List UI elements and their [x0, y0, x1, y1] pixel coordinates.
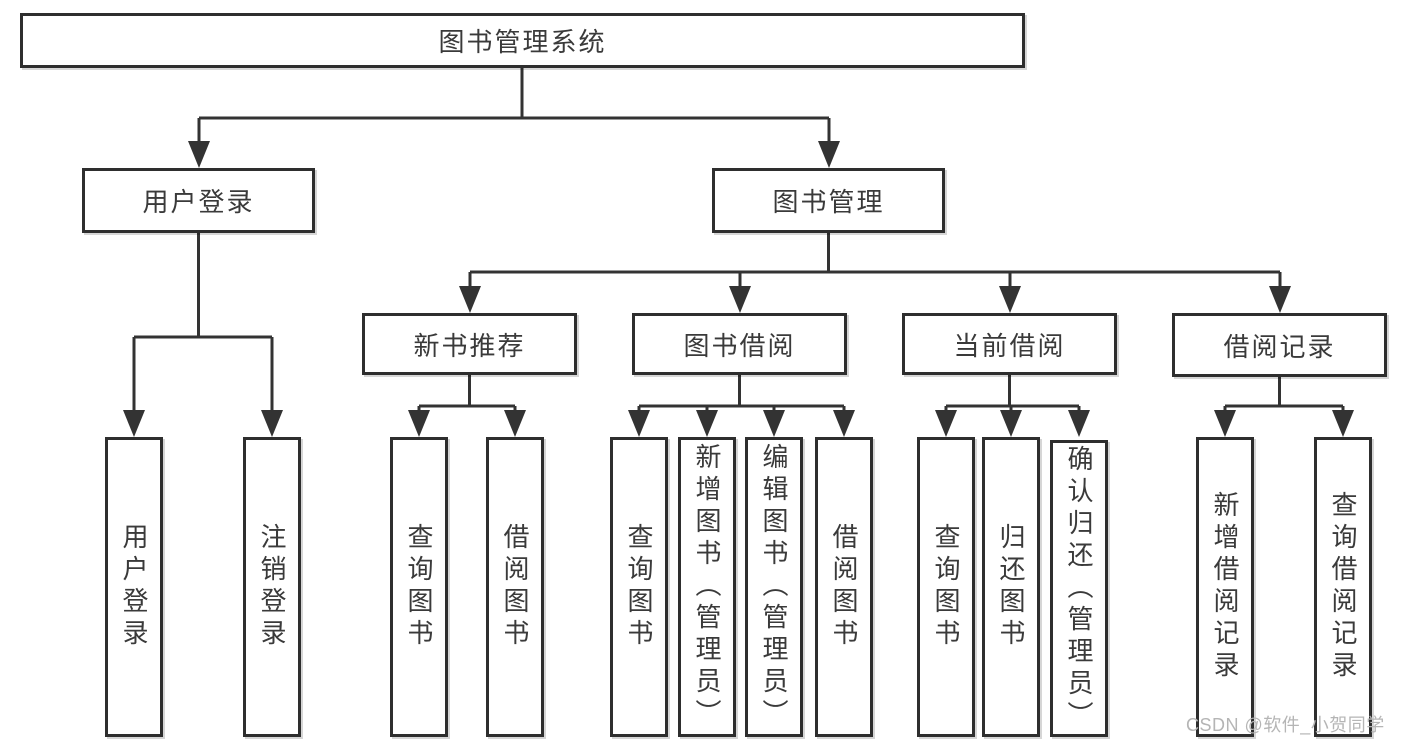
arrow-down-icon — [504, 410, 526, 437]
node-label: 图书管理系统 — [438, 27, 607, 57]
leaf-query-borrow-record: 查询借阅记录 — [1314, 437, 1372, 737]
node-label: 归还图书 — [996, 523, 1026, 651]
connector-new-book — [417, 375, 517, 411]
node-label: 借阅图书 — [500, 523, 530, 651]
connector-user-login — [132, 233, 274, 411]
node-book-borrow: 图书借阅 — [632, 313, 847, 375]
leaf-edit-books-admin: 编辑图书（管理员） — [745, 437, 803, 737]
arrow-down-icon — [1068, 410, 1090, 437]
arrow-down-icon — [696, 410, 718, 437]
node-label: 编辑图书（管理员） — [759, 443, 789, 731]
node-label: 图书管理 — [772, 187, 885, 217]
leaf-query-books-borrow: 查询图书 — [610, 437, 668, 737]
arrow-down-icon — [459, 286, 481, 313]
node-user-login: 用户登录 — [82, 168, 315, 233]
node-book-management: 图书管理 — [712, 168, 945, 233]
node-label: 注销登录 — [257, 523, 287, 651]
connector-root — [197, 68, 831, 142]
connector-book-management — [468, 233, 1282, 287]
leaf-logout: 注销登录 — [243, 437, 301, 737]
node-label: 查询借阅记录 — [1328, 491, 1358, 683]
arrow-down-icon — [188, 141, 210, 168]
arrow-down-icon — [1000, 410, 1022, 437]
node-library-system: 图书管理系统 — [20, 13, 1025, 68]
leaf-borrow-books: 借阅图书 — [815, 437, 873, 737]
arrow-down-icon — [763, 410, 785, 437]
arrow-down-icon — [261, 410, 283, 437]
arrow-down-icon — [408, 410, 430, 437]
arrow-down-icon — [1214, 410, 1236, 437]
csdn-watermark: CSDN @软件_小贺同学 — [1186, 715, 1385, 735]
node-current-borrow: 当前借阅 — [902, 313, 1117, 375]
node-label: 用户登录 — [142, 187, 255, 217]
connector-book-borrow — [637, 375, 846, 411]
node-label: 查询图书 — [931, 523, 961, 651]
node-label: 新增图书（管理员） — [692, 443, 722, 731]
arrow-down-icon — [1332, 410, 1354, 437]
leaf-user-login: 用户登录 — [105, 437, 163, 737]
node-new-book-recommend: 新书推荐 — [362, 313, 577, 375]
leaf-query-books-recommend: 查询图书 — [390, 437, 448, 737]
leaf-add-borrow-record: 新增借阅记录 — [1196, 437, 1254, 737]
arrow-down-icon — [833, 410, 855, 437]
node-label: 用户登录 — [119, 523, 149, 651]
connector-current-borrow — [944, 375, 1081, 411]
arrow-down-icon — [729, 286, 751, 313]
node-label: 图书借阅 — [683, 330, 796, 361]
leaf-borrow-books-recommend: 借阅图书 — [486, 437, 544, 737]
node-label: 查询图书 — [404, 523, 434, 651]
node-label: 新书推荐 — [413, 330, 526, 361]
connector-borrow-records — [1223, 377, 1345, 411]
leaf-query-books-current: 查询图书 — [917, 437, 975, 737]
leaf-confirm-return-admin: 确认归还（管理员） — [1050, 440, 1108, 737]
arrow-down-icon — [1269, 286, 1291, 313]
arrow-down-icon — [935, 410, 957, 437]
leaf-return-books: 归还图书 — [982, 437, 1040, 737]
arrow-down-icon — [628, 410, 650, 437]
node-label: 确认归还（管理员） — [1064, 444, 1094, 733]
arrow-down-icon — [818, 141, 840, 168]
arrow-down-icon — [123, 410, 145, 437]
node-label: 新增借阅记录 — [1210, 491, 1240, 683]
node-label: 当前借阅 — [953, 330, 1066, 361]
node-label: 借阅图书 — [829, 523, 859, 651]
arrow-down-icon — [999, 286, 1021, 313]
node-label: 查询图书 — [624, 523, 654, 651]
leaf-add-books-admin: 新增图书（管理员） — [678, 437, 736, 737]
node-label: 借阅记录 — [1223, 331, 1336, 362]
node-borrow-records: 借阅记录 — [1172, 313, 1387, 377]
